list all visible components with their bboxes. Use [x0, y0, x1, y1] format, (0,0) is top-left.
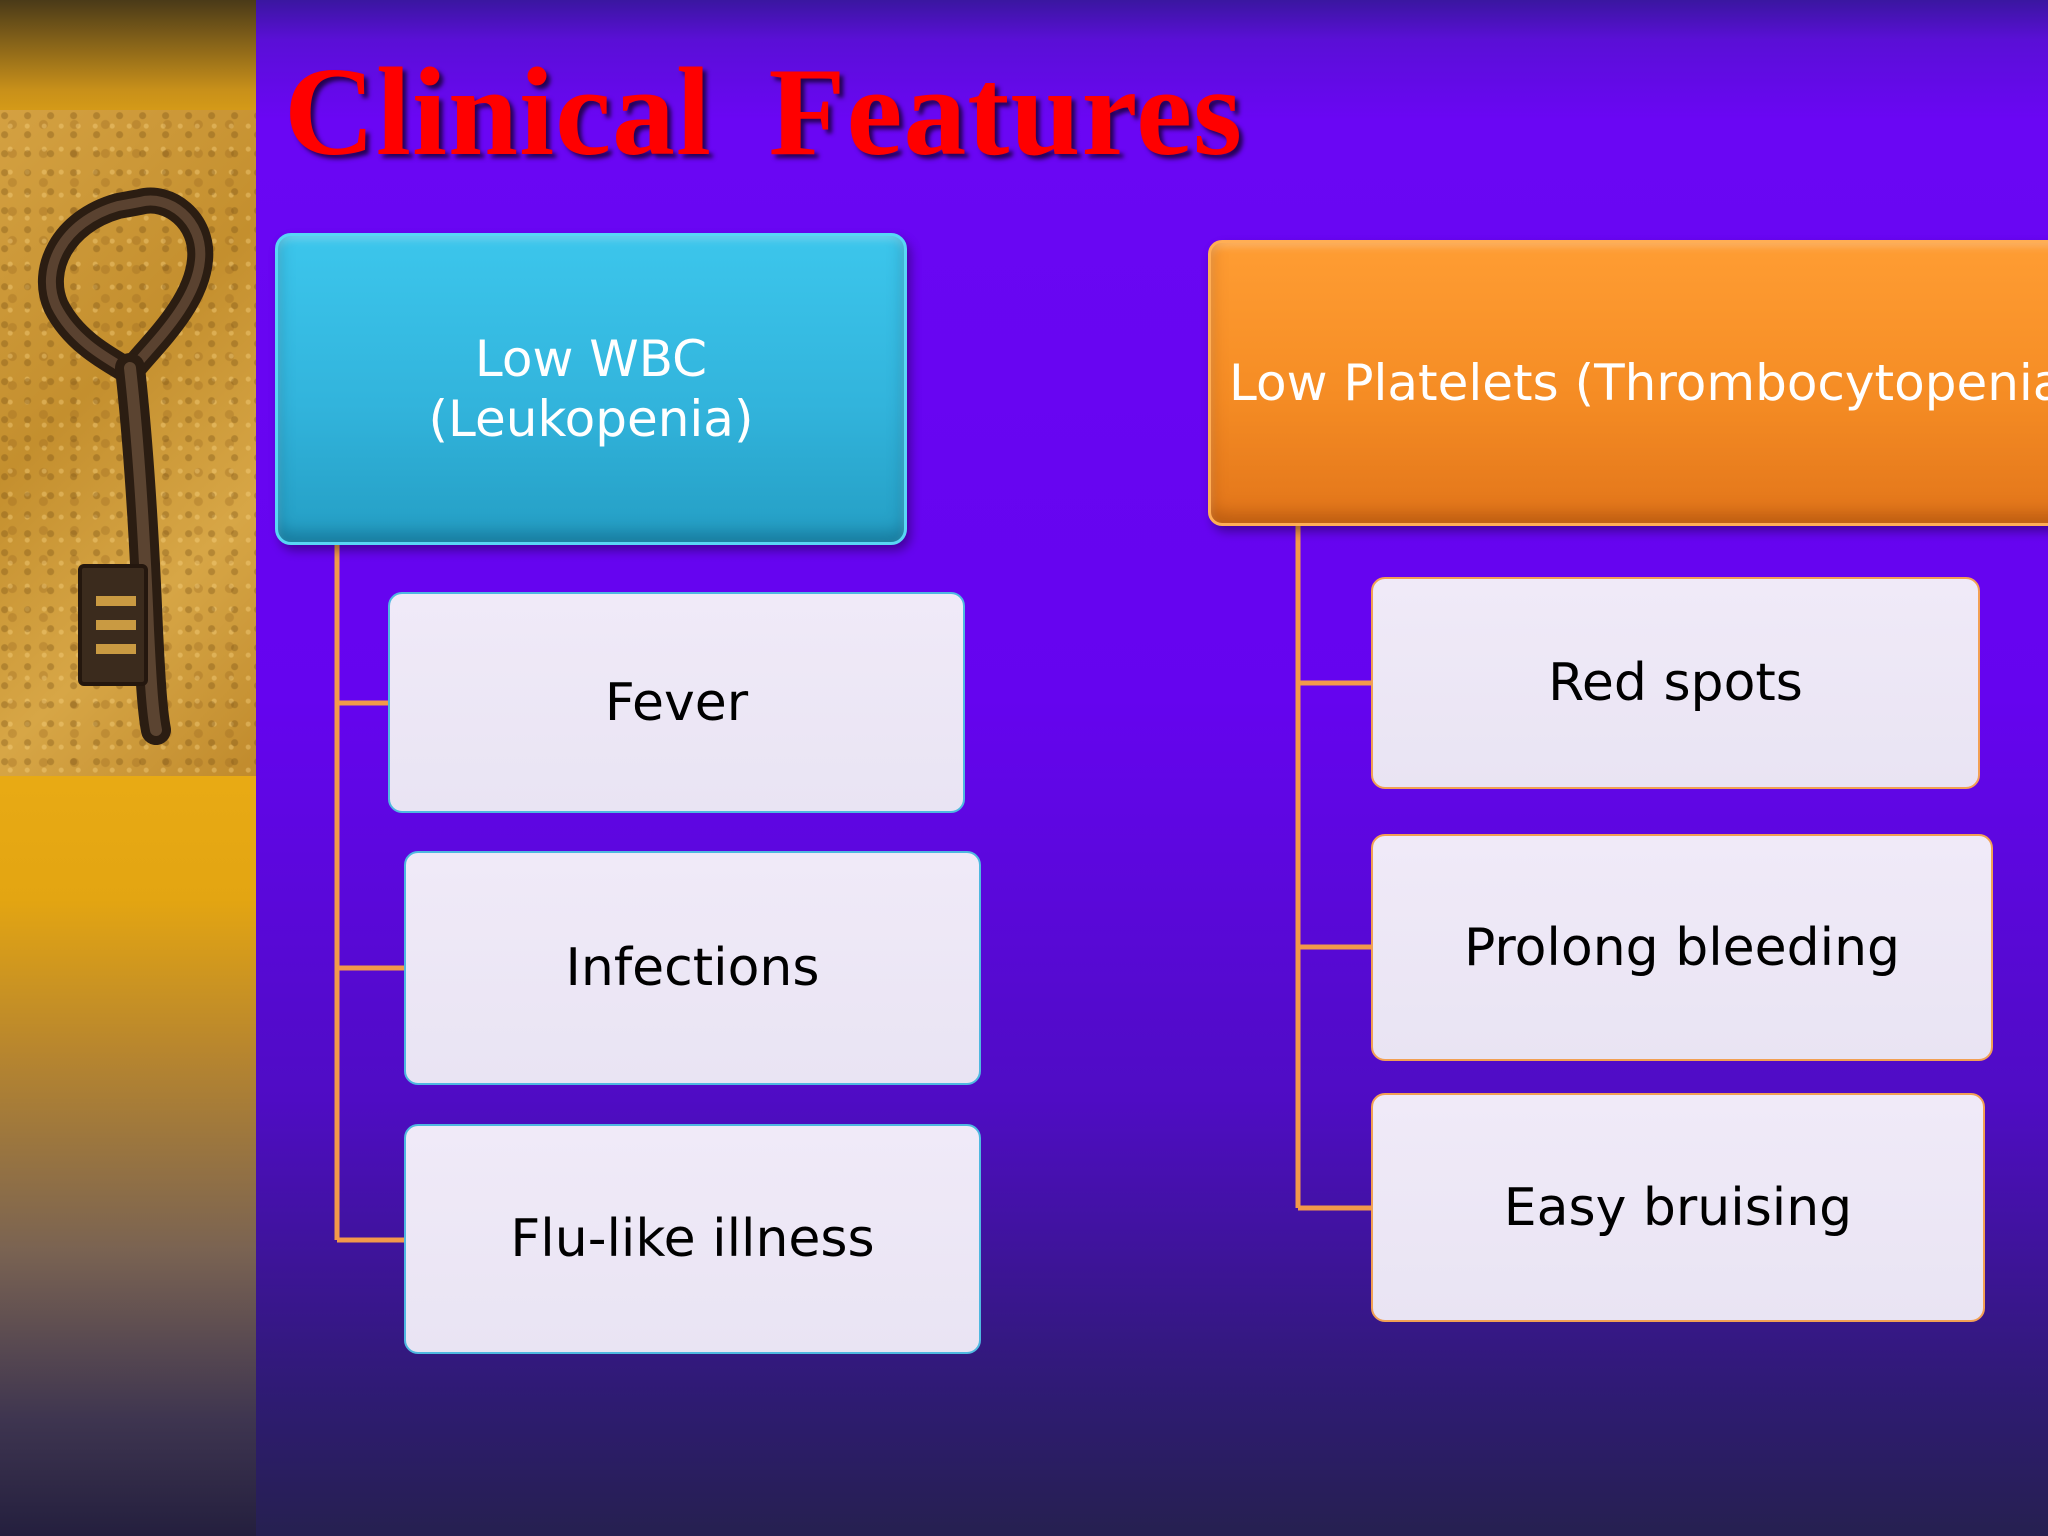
item-fever-label: Fever [604, 672, 749, 733]
item-infections-label: Infections [565, 938, 820, 998]
item-prolong-bleeding: Prolong bleeding [1371, 834, 1993, 1061]
item-easy-bruising: Easy bruising [1371, 1093, 1985, 1322]
item-flu-like-illness-label: Flu-like illness [510, 1209, 875, 1269]
item-fever: Fever [388, 592, 965, 813]
key-photo [0, 110, 256, 776]
slide-title: Clinical Features [284, 43, 1244, 182]
header-low-platelets-label: Low Platelets (Thrombocytopenia) [1229, 354, 2048, 412]
item-infections: Infections [404, 851, 981, 1085]
item-red-spots-label: Red spots [1548, 653, 1803, 713]
header-low-wbc: Low WBC (Leukopenia) [275, 233, 907, 545]
item-red-spots: Red spots [1371, 577, 1980, 789]
header-low-wbc-label: Low WBC (Leukopenia) [428, 330, 754, 448]
item-easy-bruising-label: Easy bruising [1503, 1177, 1853, 1238]
key-icon [37, 187, 214, 745]
item-flu-like-illness: Flu-like illness [404, 1124, 981, 1354]
header-low-platelets: Low Platelets (Thrombocytopenia) [1208, 240, 2048, 526]
item-prolong-bleeding-label: Prolong bleeding [1463, 917, 1901, 978]
